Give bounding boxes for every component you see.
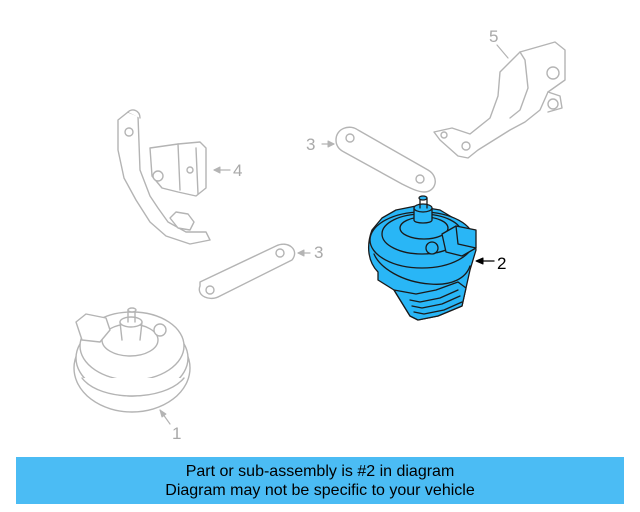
banner-line-2: Diagram may not be specific to your vehi…	[165, 481, 475, 499]
part-1-horn	[73, 307, 191, 413]
part-4-bracket	[117, 109, 211, 245]
callout-1: 1	[172, 424, 182, 443]
callout-3-lower: 3	[314, 243, 324, 262]
part-3-strap-lower	[198, 243, 296, 300]
leader-5	[496, 44, 509, 59]
callout-5: 5	[489, 27, 499, 46]
parts-diagram	[73, 41, 566, 425]
part-2-horn-highlighted	[367, 195, 477, 321]
info-banner: Part or sub-assembly is #2 in diagram Di…	[16, 457, 624, 504]
callout-2: 2	[497, 254, 507, 273]
callout-4: 4	[233, 161, 243, 180]
part-5-bracket	[433, 41, 566, 159]
part-3-strap-upper	[335, 126, 436, 193]
callout-3-upper: 3	[306, 135, 316, 154]
arrow-2	[475, 257, 484, 265]
banner-line-1: Part or sub-assembly is #2 in diagram	[185, 462, 455, 480]
arrow-3a	[327, 140, 335, 148]
arrow-1	[159, 409, 167, 418]
arrow-4	[213, 166, 221, 174]
arrow-3b	[297, 249, 305, 257]
